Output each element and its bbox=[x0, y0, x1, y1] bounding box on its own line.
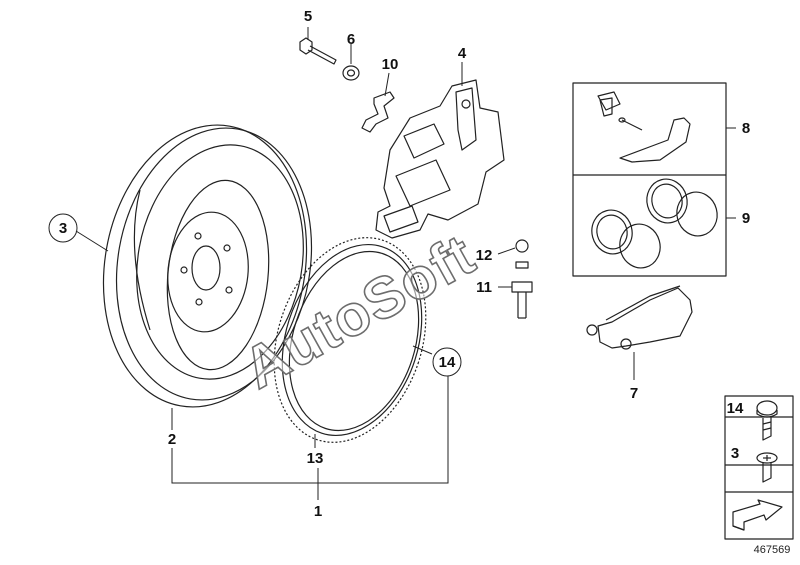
label-10: 10 bbox=[382, 56, 399, 73]
caliper-repair-kit bbox=[597, 91, 691, 163]
label-14: 14 bbox=[439, 354, 456, 371]
reference-number: 467569 bbox=[754, 544, 791, 556]
brake-caliper bbox=[375, 79, 505, 239]
label-2: 2 bbox=[168, 431, 176, 448]
legend-label-3: 3 bbox=[731, 445, 739, 462]
washer bbox=[342, 65, 360, 81]
legend-label-14: 14 bbox=[727, 400, 744, 417]
tone-ring bbox=[273, 237, 427, 443]
label-13: 13 bbox=[307, 450, 324, 467]
parts-box bbox=[572, 82, 727, 277]
label-5: 5 bbox=[304, 8, 312, 25]
label-7: 7 bbox=[630, 385, 638, 402]
arrow-icon bbox=[732, 499, 783, 531]
part-number-labels: 3 5 6 10 4 8 9 12 11 7 14 2 13 1 bbox=[48, 8, 750, 520]
screw-legend: 14 3 bbox=[724, 395, 794, 540]
label-1: 1 bbox=[314, 503, 322, 520]
brake-pads bbox=[586, 285, 693, 350]
label-4: 4 bbox=[458, 45, 467, 62]
label-12: 12 bbox=[476, 247, 493, 264]
label-3: 3 bbox=[59, 220, 67, 237]
label-6: 6 bbox=[347, 31, 355, 48]
spring-clip bbox=[361, 91, 395, 133]
brake-disc bbox=[102, 124, 313, 408]
piston-seals bbox=[591, 178, 718, 269]
caliper-bolt bbox=[299, 37, 337, 65]
label-11: 11 bbox=[476, 279, 492, 296]
label-14-circle bbox=[432, 347, 462, 377]
label-8: 8 bbox=[742, 120, 750, 137]
leader-lines bbox=[75, 27, 736, 500]
legend-screw-14 bbox=[756, 400, 778, 441]
bleeder-screw bbox=[511, 239, 533, 319]
label-3-circle bbox=[48, 213, 78, 243]
autosoft-watermark: AutoSoft bbox=[233, 222, 486, 401]
legend-screw-3 bbox=[756, 452, 778, 483]
label-9: 9 bbox=[742, 210, 750, 227]
